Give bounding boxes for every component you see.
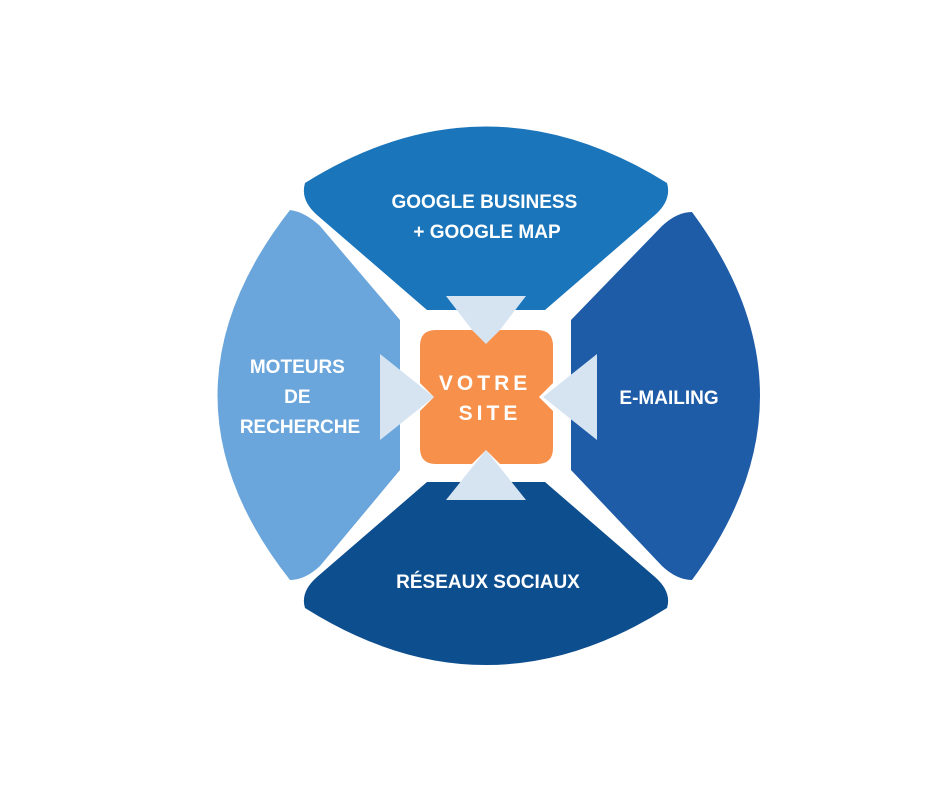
label-center-line-1: VOTRE [439, 372, 531, 395]
label-left-line-3: RECHERCHE [240, 417, 360, 438]
label-right: E-MAILING [619, 388, 718, 409]
label-left: MOTEURS DE RECHERCHE [240, 357, 360, 438]
label-left-line-1: MOTEURS [250, 357, 345, 378]
label-bottom-line-1: RÉSEAUX SOCIAUX [396, 571, 580, 593]
segment-right [571, 212, 760, 580]
arrow-top [446, 296, 526, 348]
label-top-line-1: GOOGLE BUSINESS [391, 192, 577, 213]
label-bottom: RÉSEAUX SOCIAUX [396, 571, 580, 593]
segment-top [303, 126, 669, 310]
arrow-left [380, 354, 434, 440]
label-top-line-2: + GOOGLE MAP [413, 222, 561, 243]
arrow-right [543, 354, 597, 440]
label-right-line-1: E-MAILING [619, 388, 718, 409]
arrow-bottom [446, 450, 526, 500]
label-center: VOTRE SITE [439, 372, 541, 425]
segment-bottom [303, 482, 669, 665]
label-center-line-2: SITE [459, 402, 522, 425]
label-left-line-2: DE [284, 387, 310, 408]
segment-left [217, 210, 400, 580]
center-box [420, 330, 553, 464]
label-top: GOOGLE BUSINESS + GOOGLE MAP [391, 192, 582, 243]
